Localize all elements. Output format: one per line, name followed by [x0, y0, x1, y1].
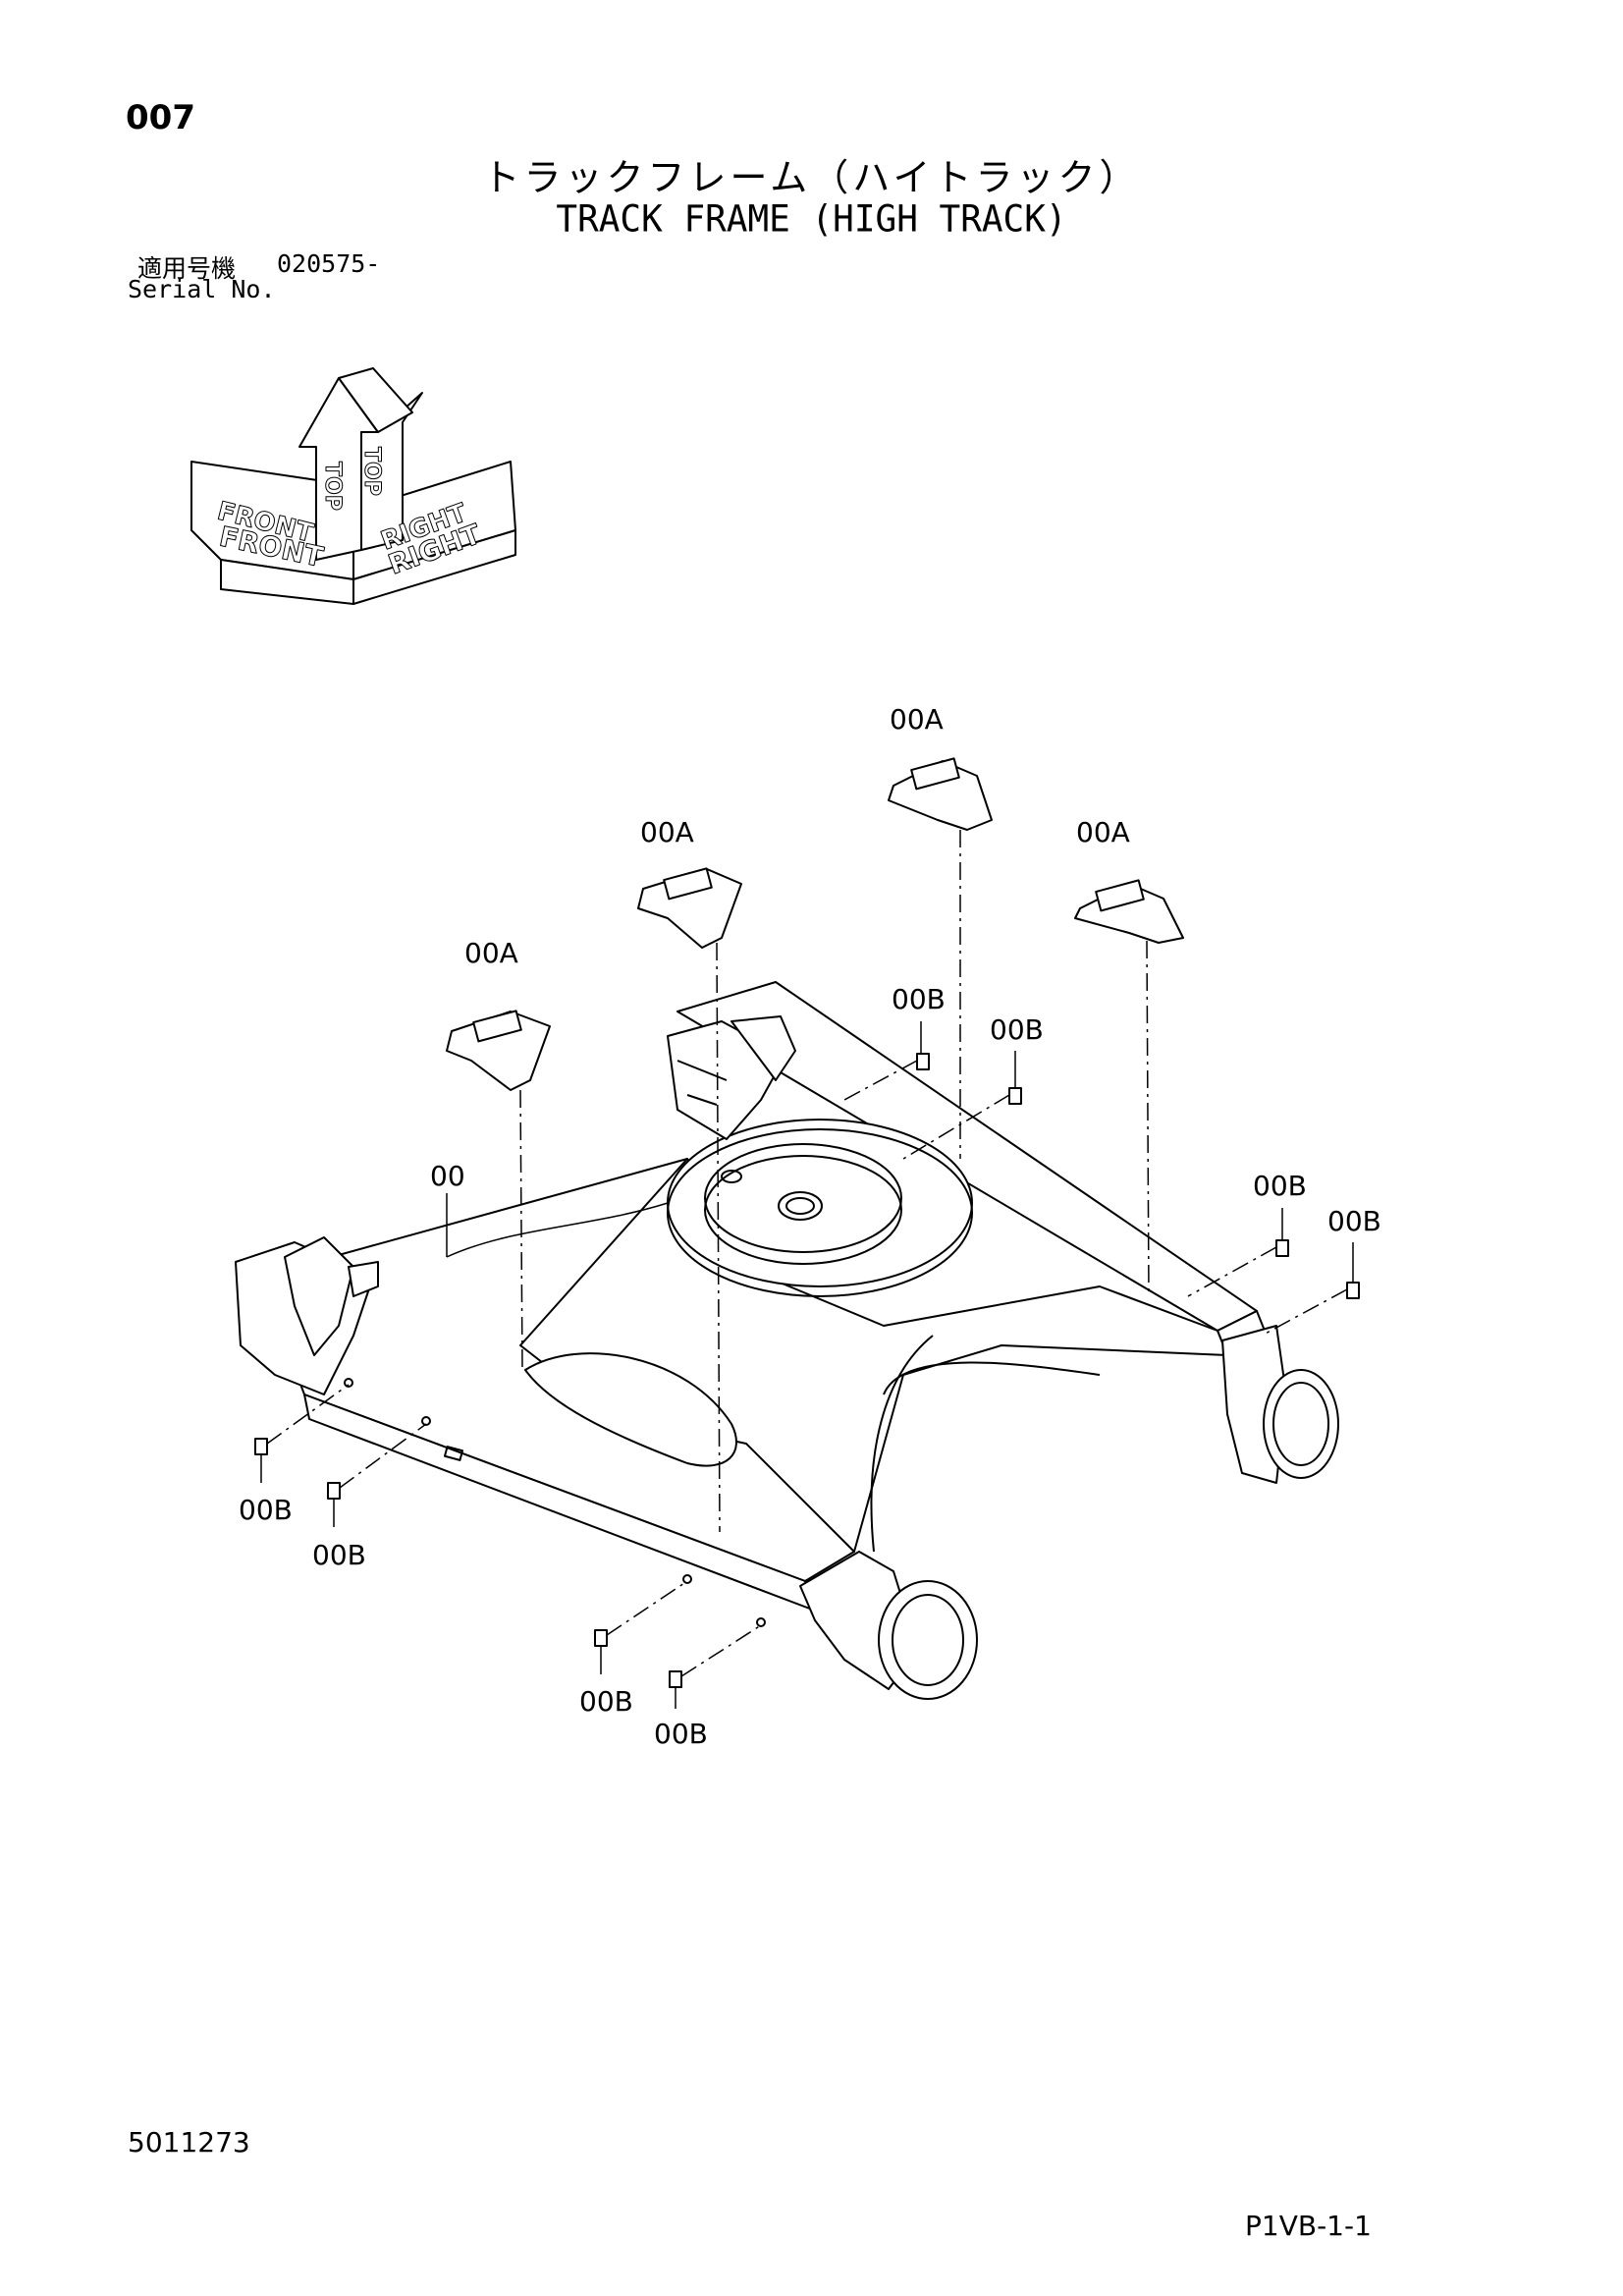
track-pad-parts [446, 757, 1184, 1091]
callout-frame: 00 [430, 1160, 465, 1192]
serial-number-value: 020575- [277, 249, 381, 278]
plug-7 [1275, 1239, 1289, 1257]
pad-a3 [888, 757, 993, 831]
callout-plug-3: 00B [1253, 1170, 1307, 1202]
orientation-top-outline-2: TOP [359, 447, 384, 496]
assembly-lines [266, 830, 1348, 1677]
callout-pad-2: 00A [640, 816, 694, 848]
callout-plug-1: 00B [892, 983, 946, 1015]
track-frame [235, 981, 1339, 1700]
document-number: 5011273 [128, 2126, 250, 2159]
pad-a1 [446, 1010, 551, 1091]
callout-plug-7: 00B [579, 1685, 633, 1718]
pad-a2 [637, 867, 742, 949]
serial-label-english: Serial No. [128, 275, 276, 303]
callout-plug-6: 00B [312, 1539, 366, 1571]
plug-parts [254, 1053, 1360, 1688]
plug-6 [1008, 1087, 1022, 1105]
serial-label-japanese: 適用号機 [137, 254, 237, 283]
page-number: 007 [126, 98, 195, 137]
orientation-indicator: TOP TOP TOP FRONT FRONT RIGHT RIGHT [190, 367, 516, 605]
callout-pad-3: 00A [890, 703, 944, 736]
callout-pad-1: 00A [464, 937, 518, 969]
plug-8 [1346, 1282, 1360, 1299]
plug-1 [254, 1438, 268, 1455]
callout-plug-4: 00B [1327, 1205, 1381, 1237]
plug-4 [669, 1670, 682, 1688]
sheet-identifier: P1VB-1-1 [1245, 2210, 1372, 2242]
pad-a4 [1074, 879, 1184, 944]
leader-lines [260, 1021, 1354, 1709]
plug-2 [327, 1482, 341, 1500]
plug-5 [916, 1053, 930, 1070]
orientation-top-outline: TOP [320, 462, 345, 511]
callout-plug-2: 00B [990, 1013, 1044, 1046]
page-title-japanese: トラックフレーム（ハイトラック） [482, 156, 1141, 199]
orientation-top-label: TOP [320, 462, 345, 511]
page-title-english: TRACK FRAME (HIGH TRACK) [556, 197, 1067, 242]
callout-plug-8: 00B [654, 1718, 708, 1750]
callout-plug-5: 00B [239, 1494, 293, 1526]
callout-pad-4: 00A [1076, 816, 1130, 848]
plug-3 [594, 1629, 608, 1647]
